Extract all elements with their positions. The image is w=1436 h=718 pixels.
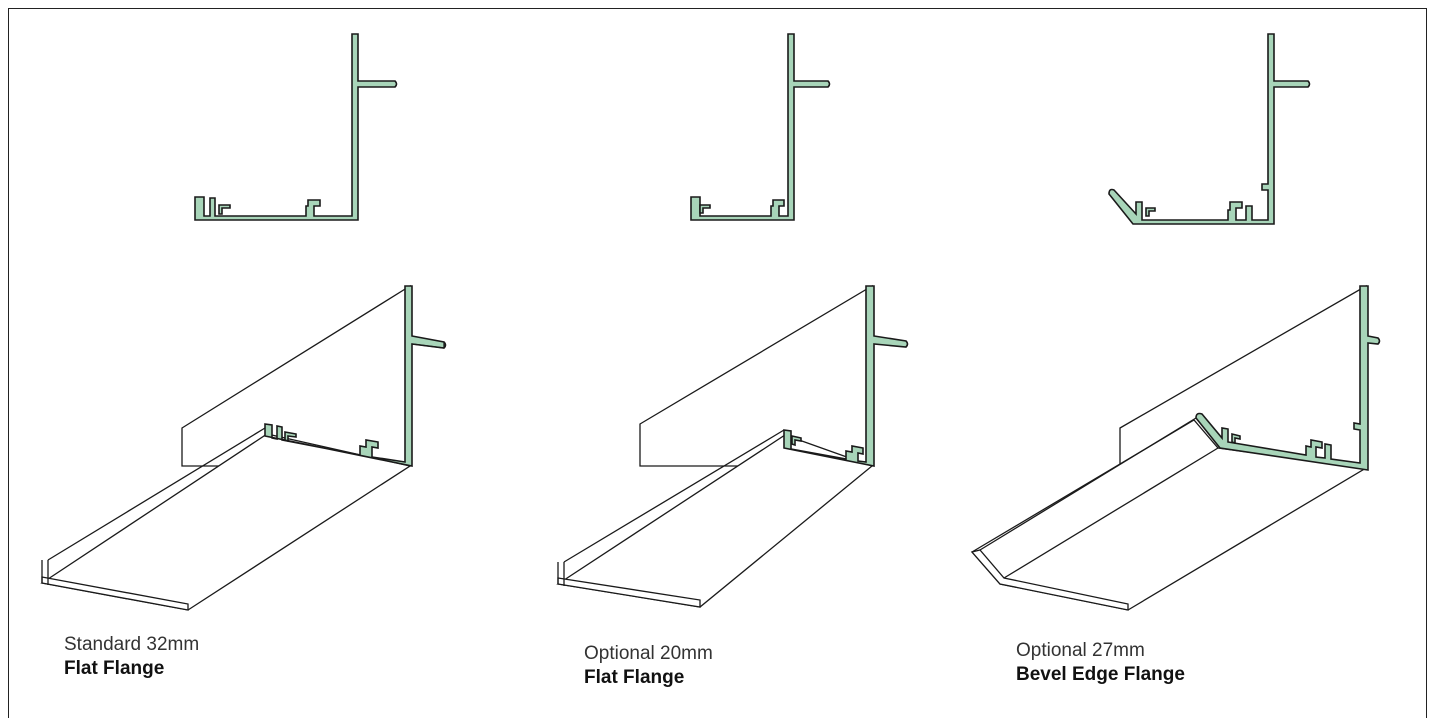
caption-name: Flat Flange [64, 658, 165, 679]
profile-section-optional-20mm [690, 33, 831, 221]
isometric-view-optional-20mm [556, 284, 909, 608]
caption-size: Optional 27mm [1016, 640, 1145, 661]
caption-size: Standard 32mm [64, 634, 200, 655]
profile-section-standard-32mm [194, 33, 398, 221]
flange-top-face [40, 433, 412, 611]
caption-name: Flat Flange [584, 667, 685, 688]
back-panel [639, 284, 873, 467]
isometric-view-standard-32mm [40, 284, 447, 611]
caption-name: Bevel Edge Flange [1016, 664, 1185, 685]
caption-standard-32mm: Standard 32mm Flat Flange [64, 633, 199, 681]
diagram-frame [8, 8, 1427, 718]
isometric-view-optional-27mm-bevel [970, 284, 1381, 611]
caption-optional-27mm: Optional 27mm Bevel Edge Flange [1016, 639, 1185, 687]
caption-optional-20mm: Optional 20mm Flat Flange [584, 642, 713, 690]
profile-section-optional-27mm-bevel [1108, 33, 1311, 225]
caption-size: Optional 20mm [584, 643, 713, 664]
back-panel [1119, 284, 1367, 469]
back-panel [181, 284, 411, 467]
